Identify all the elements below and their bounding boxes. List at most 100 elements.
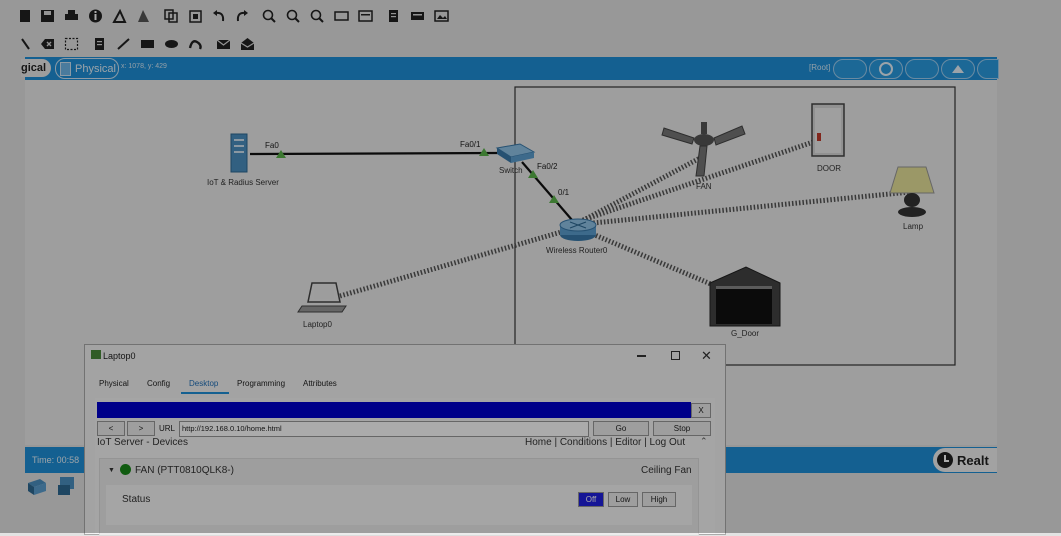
undo-icon[interactable] [212, 9, 227, 23]
ellipse-icon[interactable] [164, 37, 179, 51]
router-device[interactable] [559, 218, 597, 241]
freeform-icon[interactable] [188, 37, 203, 51]
minimize-button[interactable] [637, 355, 646, 357]
laptop-window-icon [91, 350, 101, 359]
scroll-up-icon[interactable]: ⌃ [700, 436, 708, 446]
new-file-icon[interactable] [18, 9, 33, 23]
laptop-device[interactable] [297, 282, 347, 313]
page-heading: IoT Server - Devices [97, 437, 188, 448]
physical-tab-label: Physical [75, 62, 116, 75]
viewport-button[interactable] [941, 59, 975, 79]
rectangle-icon[interactable] [140, 37, 155, 51]
wireless-links [339, 135, 911, 299]
fan-label: FAN [696, 182, 712, 191]
move-object-button[interactable] [869, 59, 903, 79]
link-switch-router [521, 161, 573, 221]
root-label[interactable]: [Root] [809, 63, 831, 72]
complex-pdu-icon[interactable] [240, 37, 255, 51]
laptop-window: Laptop0 ✕ Physical Config Desktop Progra… [84, 344, 726, 536]
server-device[interactable] [230, 133, 248, 173]
note-icon[interactable] [92, 37, 107, 51]
palette-icon[interactable] [334, 9, 349, 23]
maximize-button[interactable] [671, 351, 680, 360]
tab-physical[interactable]: Physical [99, 379, 129, 388]
delete-icon[interactable] [40, 37, 55, 51]
router-label: Wireless Router0 [546, 246, 608, 255]
print-icon[interactable] [64, 9, 79, 23]
garage-device[interactable] [709, 266, 781, 327]
status-high-button[interactable]: High [642, 492, 676, 507]
toolbar-drawing [0, 32, 1061, 57]
go-button[interactable]: Go [593, 421, 649, 436]
back-button-label: < [108, 424, 114, 433]
door-device[interactable] [811, 103, 845, 157]
forward-button[interactable]: > [127, 421, 155, 436]
door-label: DOOR [817, 164, 841, 173]
clock-icon [937, 452, 953, 468]
back-button[interactable]: < [97, 421, 125, 436]
tab-programming[interactable]: Programming [237, 379, 286, 388]
switch-device[interactable] [495, 143, 536, 163]
tab-desktop[interactable]: Desktop [189, 379, 219, 388]
browser-close-button[interactable]: X [691, 403, 711, 418]
device-template-icon[interactable] [410, 9, 425, 23]
tab-attributes[interactable]: Attributes [303, 379, 337, 388]
simple-pdu-icon[interactable] [216, 37, 231, 51]
new-cluster-button[interactable] [833, 59, 867, 79]
zoom-in-icon[interactable] [262, 9, 277, 23]
status-low-button[interactable]: Low [608, 492, 638, 507]
port-led-router [549, 195, 559, 203]
image-icon[interactable] [434, 9, 449, 23]
physical-tab[interactable]: Physical [55, 58, 119, 79]
paste-icon[interactable] [188, 9, 203, 23]
wireless-link-door [582, 135, 826, 223]
wireless-link-lamp [582, 189, 911, 227]
close-window-icon[interactable]: ✕ [701, 348, 712, 363]
url-value: http://192.168.0.10/home.html [182, 424, 282, 433]
status-high-label: High [650, 495, 668, 504]
tab-config[interactable]: Config [147, 379, 171, 388]
category-routers-icon[interactable] [26, 477, 48, 497]
laptop-label: Laptop0 [303, 320, 332, 329]
browser-close-label: X [698, 406, 704, 415]
viewport-icon [952, 65, 964, 73]
fan-device[interactable] [661, 122, 746, 177]
custom-device-icon[interactable] [358, 9, 373, 23]
network-info-icon[interactable] [112, 9, 127, 23]
laptop-window-titlebar[interactable]: Laptop0 ✕ [85, 345, 725, 367]
device-type: Ceiling Fan [641, 465, 692, 476]
zoom-reset-icon[interactable] [286, 9, 301, 23]
status-low-label: Low [615, 495, 631, 504]
time-label: Time: 00:58 [32, 455, 80, 465]
copy-icon[interactable] [164, 9, 179, 23]
resize-icon[interactable] [64, 37, 79, 51]
category-end-devices-icon[interactable] [56, 475, 80, 499]
switch-label: Switch [499, 166, 523, 175]
realtime-mode-button[interactable]: Realt [933, 448, 997, 472]
url-input[interactable]: http://192.168.0.10/home.html [179, 421, 589, 437]
lamp-device[interactable] [889, 166, 935, 217]
line-icon[interactable] [116, 37, 131, 51]
stop-button[interactable]: Stop [653, 421, 711, 436]
page-nav-links[interactable]: Home | Conditions | Editor | Log Out [525, 437, 686, 448]
realtime-label: Realt [957, 452, 989, 468]
activity-wizard-icon[interactable] [136, 9, 151, 23]
device-status-dot [120, 464, 131, 475]
wireless-link-fan [578, 155, 702, 225]
save-icon[interactable] [40, 9, 55, 23]
device-name[interactable]: FAN (PTT0810QLK8-) [135, 465, 234, 476]
redo-icon[interactable] [234, 9, 249, 23]
status-off-button[interactable]: Off [578, 492, 604, 507]
status-label: Status [122, 494, 151, 505]
zoom-out-icon[interactable] [310, 9, 325, 23]
cursor-coords: x: 1078, y: 429 [121, 63, 167, 70]
status-off-label: Off [585, 495, 597, 504]
info-icon[interactable] [88, 9, 103, 23]
select-icon[interactable] [18, 37, 33, 51]
set-tiled-background-button[interactable] [905, 59, 939, 79]
environment-button[interactable] [977, 59, 999, 79]
logical-tab[interactable]: gical [21, 59, 51, 77]
notes-icon[interactable] [386, 9, 401, 23]
expand-caret-icon[interactable]: ▼ [108, 467, 115, 474]
port-label-router-01: 0/1 [558, 188, 570, 197]
